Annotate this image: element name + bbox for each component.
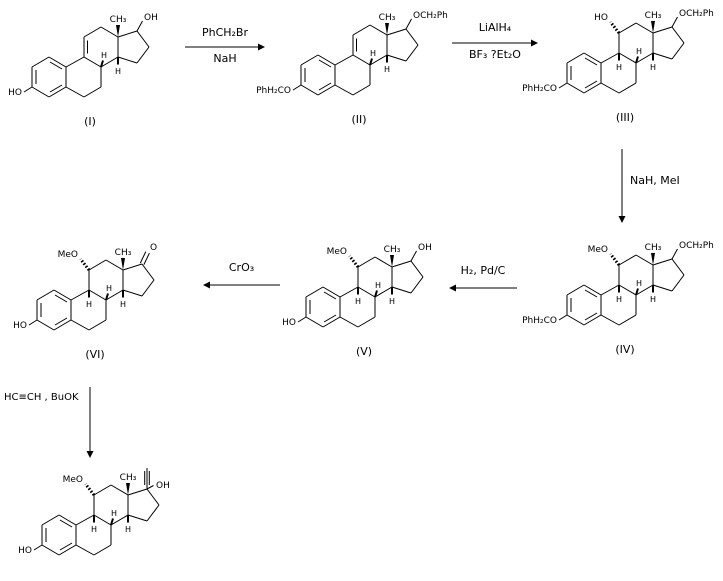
- structure-II-drawing: PhH₂CO CH₃ OCH₂Ph H H: [256, 11, 448, 96]
- compound-numeral: (V): [355, 345, 373, 358]
- stereo-h-label: H: [101, 51, 107, 60]
- left-arrowhead-icon: [449, 284, 456, 292]
- c3-group-label: HO: [282, 318, 296, 328]
- c17-group-label: OH: [156, 481, 170, 491]
- compound-III: PhH₂CO HO CH₃ OCH₂Ph H H H (III): [514, 0, 723, 124]
- reagent-above-2: LiAlH₄: [478, 21, 512, 34]
- stereo-h-label: H: [91, 525, 97, 534]
- compound-I: HO CH₃ OH H H (I): [0, 0, 189, 128]
- reaction-arrow-2: [452, 39, 538, 47]
- c17-group-label: OCH₂Ph: [679, 241, 714, 251]
- structure-V-drawing: HO MeO CH₃ OH H H H: [282, 243, 432, 328]
- stereo-h-label: H: [106, 284, 112, 293]
- reaction-arrow-6: [86, 387, 94, 458]
- c17-group-label: OCH₂Ph: [413, 11, 448, 21]
- reaction-arrow-3: [618, 149, 626, 223]
- reagent-above-1: PhCH₂Br: [201, 26, 249, 39]
- reagent-label-3: NaH, MeI: [630, 174, 680, 187]
- stereo-h-label: H: [636, 279, 642, 288]
- stereo-h-label: H: [650, 295, 656, 304]
- stereo-h-label: H: [389, 297, 395, 306]
- c17-group-label: O: [150, 243, 157, 253]
- reagent-below-2: BF₃ ?Et₂O: [469, 48, 521, 61]
- structure-VI-drawing: HO MeO CH₃ O H H H: [13, 243, 157, 331]
- c3-group-label: HO: [8, 88, 22, 98]
- stereo-h-label: H: [636, 47, 642, 56]
- angular-methyl-label: CH₃: [645, 243, 662, 253]
- c11-group-label: HO: [594, 13, 608, 23]
- compound-final: HO MeO CH₃ OH H H H: [0, 442, 199, 572]
- compound-numeral: (IV): [615, 343, 635, 356]
- left-arrowhead-icon: [203, 281, 210, 289]
- stereo-h-label: H: [355, 297, 361, 306]
- stereo-h-label: H: [375, 281, 381, 290]
- c3-group-label: PhH₂CO: [256, 86, 291, 96]
- angular-methyl-label: CH₃: [645, 11, 662, 21]
- reagent-label-6: HC≡CH , BuOK: [4, 392, 79, 403]
- structure-final-drawing: HO MeO CH₃ OH H H H: [18, 468, 170, 556]
- c11-group-label: MeO: [63, 475, 83, 485]
- right-arrowhead-icon: [258, 43, 265, 51]
- compound-II: PhH₂CO CH₃ OCH₂Ph H H (II): [248, 0, 458, 126]
- reaction-arrow-1: [185, 43, 265, 51]
- angular-methyl-label: CH₃: [379, 13, 396, 23]
- c17-group-label: OH: [418, 243, 432, 253]
- c3-group-label: PhH₂CO: [522, 84, 557, 94]
- compound-numeral: (II): [351, 113, 367, 126]
- steroid-skeleton: [23, 24, 150, 98]
- structure-IV-drawing: PhH₂CO MeO CH₃ OCH₂Ph H H H: [522, 241, 714, 326]
- angular-methyl-label: CH₃: [120, 473, 137, 483]
- compound-V: HO MeO CH₃ OH H H H (V): [253, 214, 463, 358]
- c17-group-label: OH: [144, 13, 158, 23]
- compound-numeral: (VI): [85, 348, 105, 361]
- stereo-h-label: H: [616, 295, 622, 304]
- reaction-arrow-4: [449, 284, 517, 292]
- stereo-h-label: H: [111, 509, 117, 518]
- reagent-label-5: CrO₃: [228, 261, 255, 274]
- c3-group-label: HO: [18, 546, 32, 556]
- down-arrowhead-icon: [618, 216, 626, 223]
- steroid-skeleton: [297, 254, 424, 328]
- angular-methyl-label: CH₃: [115, 248, 132, 258]
- stereo-h-label: H: [650, 63, 656, 72]
- c11-group-label: MeO: [588, 245, 608, 255]
- c3-group-label: HO: [13, 321, 27, 331]
- compound-numeral: (I): [84, 115, 96, 128]
- stereo-h-label: H: [115, 67, 121, 76]
- stereo-h-label: H: [370, 49, 376, 58]
- steroid-skeleton: [292, 22, 419, 96]
- c3-group-label: PhH₂CO: [522, 316, 557, 326]
- angular-methyl-label: CH₃: [384, 245, 401, 255]
- reagent-label-4: H₂, Pd/C: [460, 264, 506, 277]
- stereo-h-label: H: [86, 300, 92, 309]
- steroid-skeleton: [33, 482, 160, 556]
- structure-I-drawing: HO CH₃ OH H H: [8, 13, 158, 98]
- steroid-skeleton: [558, 252, 685, 326]
- stereo-h-label: H: [384, 65, 390, 74]
- steroid-skeleton: [558, 20, 685, 94]
- right-arrowhead-icon: [531, 39, 538, 47]
- compound-IV: PhH₂CO MeO CH₃ OCH₂Ph H H H (IV): [514, 212, 723, 356]
- c11-group-label: MeO: [327, 247, 347, 257]
- reaction-arrow-5: [203, 281, 280, 289]
- structure-III-drawing: PhH₂CO HO CH₃ OCH₂Ph H H H: [522, 9, 714, 94]
- compound-VI: HO MeO CH₃ O H H H (VI): [0, 217, 194, 361]
- steroid-skeleton: [28, 257, 155, 331]
- down-arrowhead-icon: [86, 451, 94, 458]
- stereo-h-label: H: [125, 525, 131, 534]
- angular-methyl-label: CH₃: [110, 15, 127, 25]
- reagent-below-1: NaH: [213, 52, 237, 65]
- c17-group-label: OCH₂Ph: [679, 9, 714, 19]
- c11-group-label: MeO: [58, 250, 78, 260]
- compound-numeral: (III): [615, 111, 635, 124]
- stereo-h-label: H: [616, 63, 622, 72]
- stereo-h-label: H: [120, 300, 126, 309]
